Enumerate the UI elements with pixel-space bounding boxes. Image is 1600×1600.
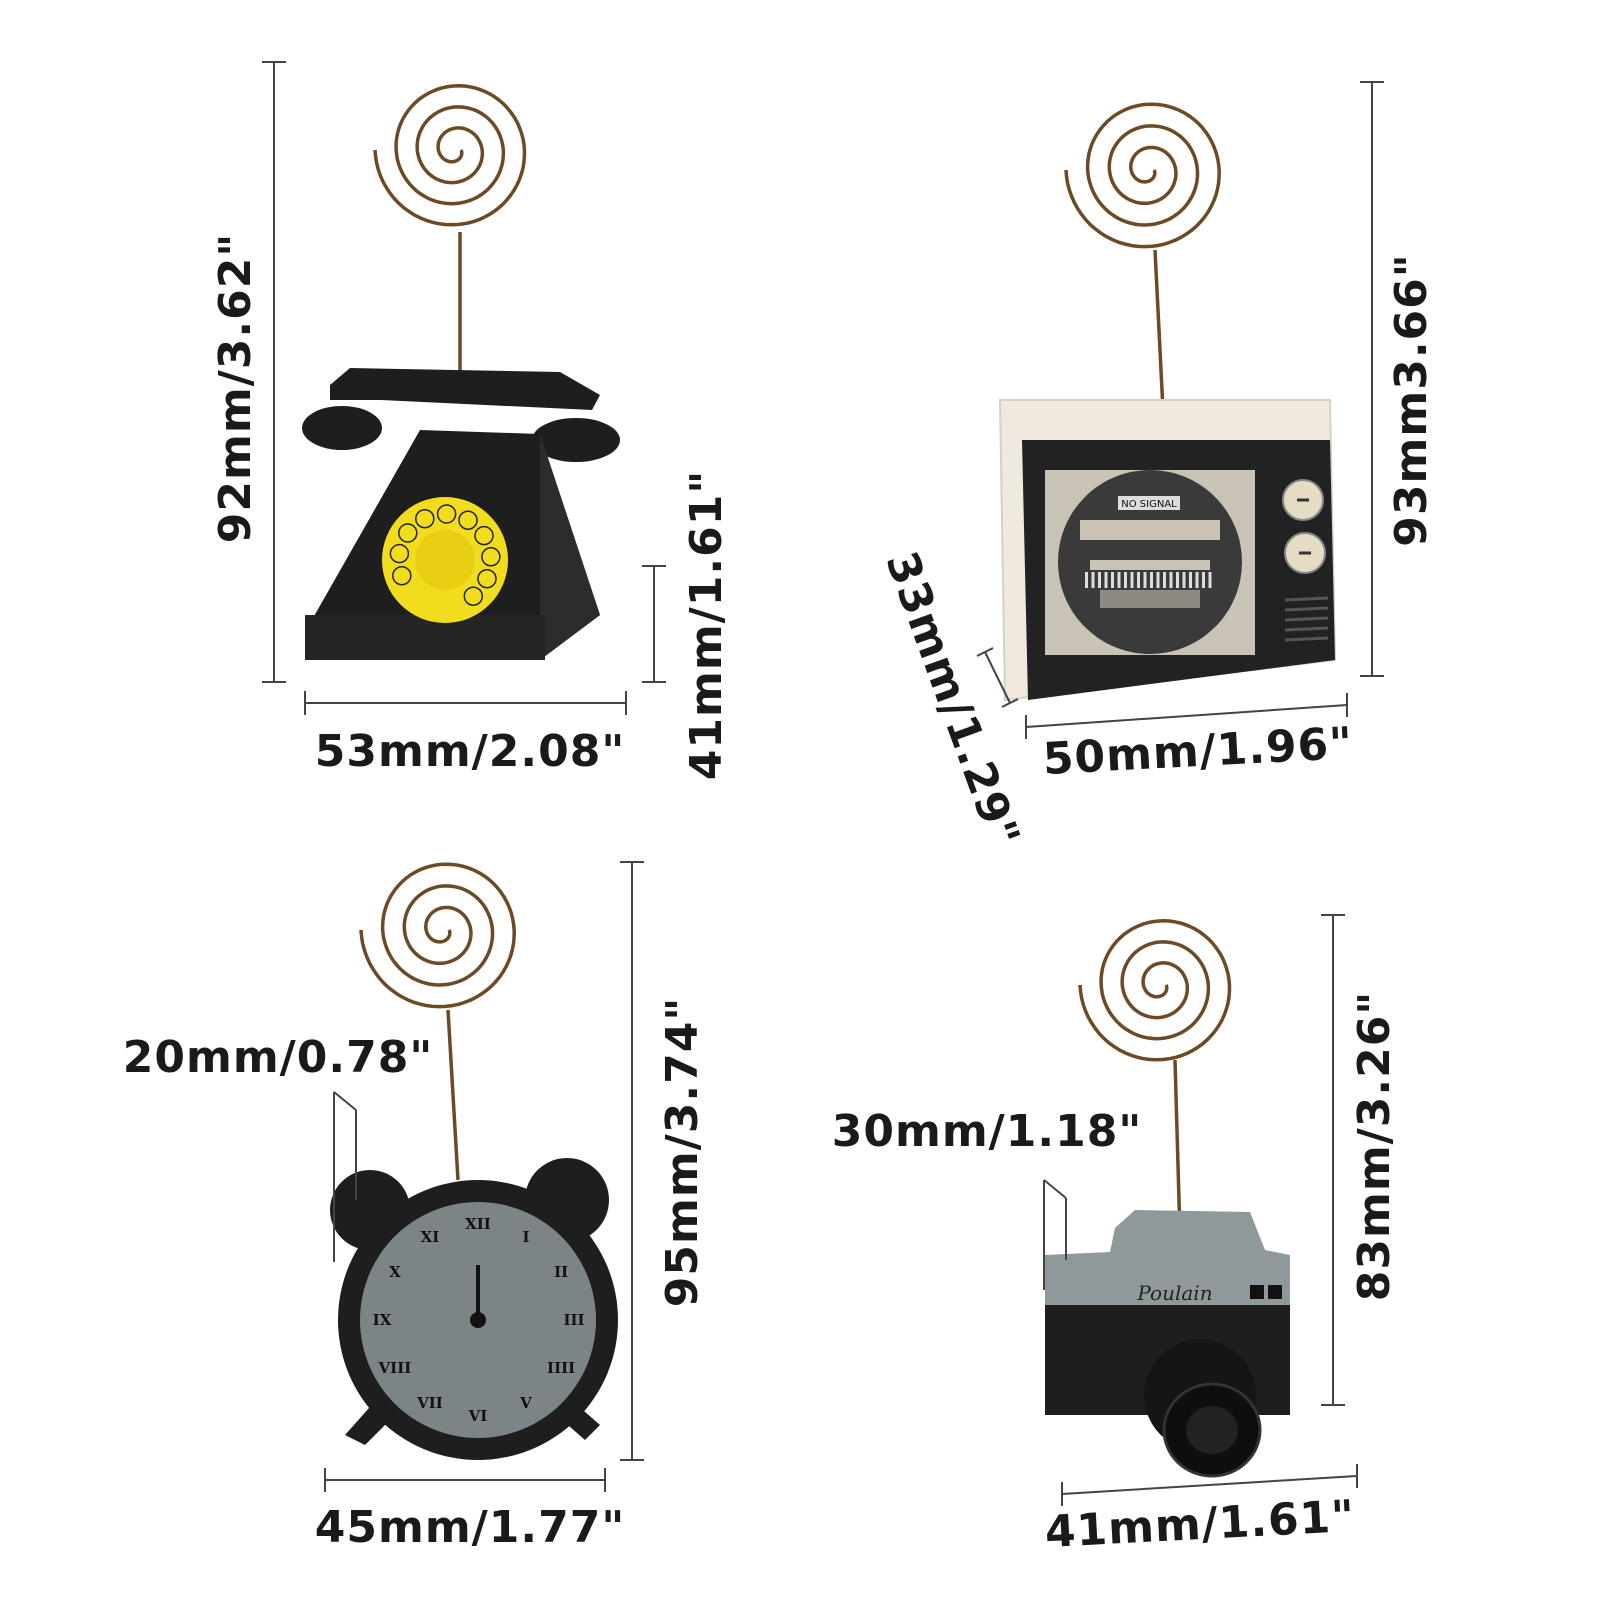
clock-numeral: X bbox=[389, 1263, 401, 1281]
television-holder: NO SIGNAL bbox=[998, 102, 1337, 702]
dial-hole bbox=[481, 547, 501, 567]
test-pattern-bar bbox=[1169, 572, 1173, 588]
camera-top-housing bbox=[1045, 1210, 1290, 1310]
dial-hole bbox=[463, 586, 484, 606]
test-pattern-bar bbox=[1195, 572, 1199, 588]
test-pattern-bar bbox=[1208, 572, 1212, 588]
test-pattern-bar bbox=[1202, 572, 1205, 588]
alarm-clock-spiral-wire bbox=[359, 862, 516, 1009]
test-pattern-bar bbox=[1117, 572, 1121, 588]
phone-base-height-label: 41mm/1.61" bbox=[681, 469, 732, 781]
camera-height-label: 83mm/3.26" bbox=[1349, 990, 1400, 1302]
camera-wire-stem bbox=[1173, 1059, 1182, 1236]
dial-hole bbox=[398, 523, 418, 543]
test-pattern-bar bbox=[1163, 572, 1166, 588]
test-pattern-bar bbox=[1182, 572, 1186, 588]
test-pattern-bar bbox=[1111, 572, 1114, 588]
dial-hole bbox=[392, 565, 412, 586]
telephone-spiral-wire bbox=[373, 84, 527, 227]
television-wire-stem bbox=[1153, 249, 1165, 411]
test-pattern-bar bbox=[1150, 572, 1153, 588]
television-spiral-wire bbox=[1064, 102, 1221, 249]
tv-height-label: 93mm3.66" bbox=[1386, 253, 1437, 547]
telephone-base bbox=[305, 615, 545, 660]
clock-height-label: 95mm/3.74" bbox=[657, 996, 708, 1308]
clock-numeral: IIII bbox=[547, 1359, 575, 1377]
dial-hole bbox=[474, 525, 494, 546]
clock-numeral: II bbox=[554, 1263, 568, 1281]
test-pattern-bar bbox=[1124, 572, 1127, 588]
phone-width-label: 53mm/2.08" bbox=[314, 726, 626, 777]
television-screen-text: NO SIGNAL bbox=[1121, 499, 1177, 510]
telephone-dial-holes bbox=[389, 504, 501, 606]
clock-numeral: IX bbox=[373, 1311, 392, 1329]
dial-hole bbox=[415, 508, 435, 529]
dial-hole bbox=[436, 504, 457, 524]
test-pattern-bar bbox=[1091, 572, 1095, 588]
clock-numeral: VII bbox=[416, 1394, 443, 1412]
clock-numeral: XI bbox=[421, 1228, 440, 1246]
clock-width-label: 45mm/1.77" bbox=[314, 1502, 626, 1553]
television-speaker-grille bbox=[1284, 596, 1329, 642]
camera-depth-label: 30mm/1.18" bbox=[831, 1106, 1143, 1157]
alarm-clock-wire-stem bbox=[446, 1009, 460, 1181]
clock-numeral: I bbox=[522, 1228, 529, 1246]
clock-numeral: XII bbox=[465, 1215, 491, 1233]
test-pattern-bar bbox=[1189, 572, 1192, 588]
camera-brand-text: Poulain bbox=[1136, 1281, 1212, 1305]
test-pattern-bar bbox=[1156, 572, 1160, 588]
test-pattern-bar bbox=[1098, 572, 1101, 588]
test-pattern-bar bbox=[1137, 572, 1140, 588]
telephone-mouthpiece bbox=[532, 418, 620, 462]
telephone-handset bbox=[330, 368, 600, 410]
clock-depth-label: 20mm/0.78" bbox=[122, 1032, 434, 1083]
test-pattern-bar bbox=[1104, 572, 1108, 588]
phone-height-label: 92mm/3.62" bbox=[210, 232, 261, 544]
camera-spiral-wire bbox=[1078, 919, 1232, 1062]
clock-numeral: V bbox=[519, 1394, 532, 1412]
test-pattern-bar bbox=[1085, 572, 1088, 588]
test-pattern-bar bbox=[1130, 572, 1134, 588]
test-pattern-bar bbox=[1143, 572, 1147, 588]
dial-hole bbox=[458, 510, 478, 530]
clock-numeral: VI bbox=[468, 1407, 488, 1425]
test-pattern-bar bbox=[1176, 572, 1179, 588]
camera-holder: Poulain bbox=[1045, 919, 1290, 1478]
dimension-lines bbox=[262, 61, 1384, 1506]
dial-hole bbox=[477, 568, 497, 589]
clock-numeral: III bbox=[563, 1311, 584, 1329]
clock-numeral: VIII bbox=[378, 1359, 412, 1377]
telephone-earpiece bbox=[302, 406, 382, 450]
dial-hole bbox=[389, 543, 410, 564]
telephone-holder bbox=[302, 84, 620, 660]
